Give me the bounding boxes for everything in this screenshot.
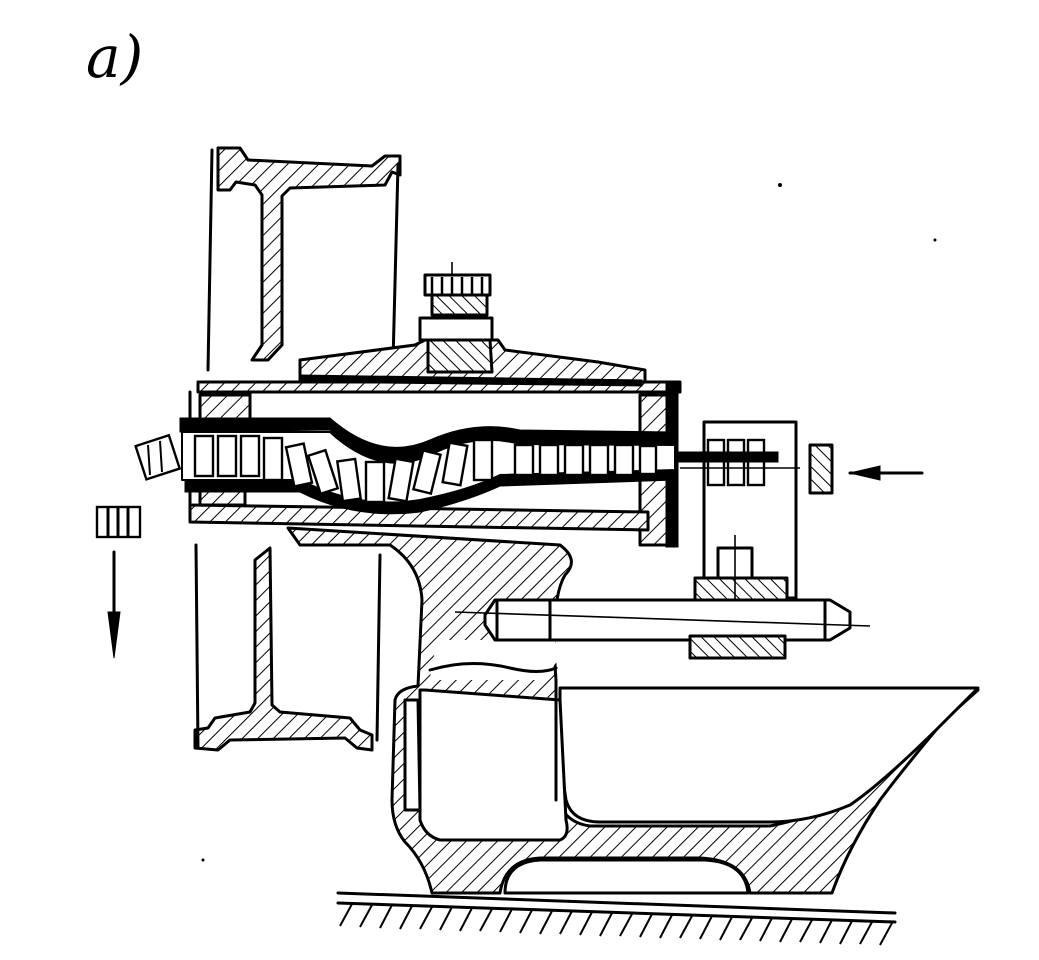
incoming-roller [808, 443, 834, 495]
output-roller [95, 505, 142, 539]
exiting-roller [134, 433, 182, 481]
rollers-in-tube [193, 434, 658, 504]
adjusting-screw [418, 262, 494, 374]
figure-label: a) [86, 23, 144, 91]
support-shaft [454, 598, 871, 660]
paper-specks [201, 183, 937, 862]
ground-base [336, 891, 897, 946]
arrow-left-icon [848, 465, 924, 481]
arrow-down-icon [107, 550, 121, 659]
machine-frame [286, 526, 980, 895]
pulley-wheel [193, 146, 402, 752]
feed-bracket [677, 420, 800, 625]
